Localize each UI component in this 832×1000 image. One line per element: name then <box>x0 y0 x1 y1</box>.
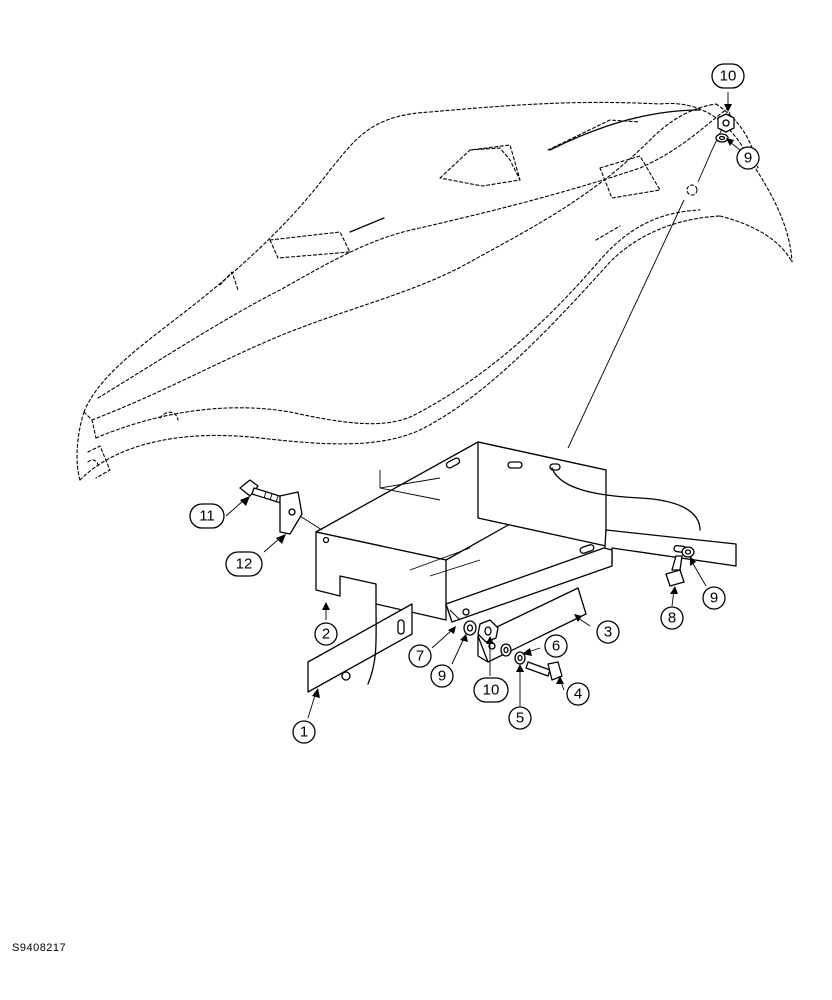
callout-label: 3 <box>604 624 612 641</box>
callout-label: 7 <box>416 648 424 665</box>
callout-label: 2 <box>322 626 330 643</box>
callout-12: 12 <box>225 551 263 577</box>
callout-7: 7 <box>408 644 432 668</box>
nut-10-top <box>717 113 735 133</box>
callout-9-top: 9 <box>736 146 760 170</box>
callout-label: 9 <box>438 668 446 685</box>
callout-label: 10 <box>483 682 500 699</box>
callout-label: 12 <box>236 556 253 573</box>
callout-1: 1 <box>292 720 316 744</box>
callout-label: 4 <box>574 686 582 703</box>
clip-12 <box>279 491 303 535</box>
nut-10-mid <box>477 619 499 643</box>
shim-plate-1 <box>307 603 413 693</box>
callout-label: 8 <box>668 610 676 627</box>
callout-4: 4 <box>566 682 590 706</box>
bolt-11 <box>239 479 287 505</box>
callout-9-right: 9 <box>702 586 726 610</box>
leader-clip <box>299 515 323 531</box>
callout-2: 2 <box>314 622 338 646</box>
bolt-4 <box>525 661 563 681</box>
callout-label: 6 <box>552 638 560 655</box>
callout-label: 10 <box>720 68 737 85</box>
callout-10-top: 10 <box>711 63 745 89</box>
figure-id: S9408217 <box>12 942 67 954</box>
leader-bracket-bolt <box>449 609 461 621</box>
washer-9-right <box>681 546 695 558</box>
fender-outline <box>76 101 793 481</box>
callout-label: 1 <box>300 724 308 741</box>
callout-label: 9 <box>744 150 752 167</box>
callout-10-mid: 10 <box>473 677 509 703</box>
washer-6 <box>500 643 512 657</box>
cable <box>551 467 701 531</box>
callout-label: 5 <box>516 710 524 727</box>
callout-8: 8 <box>660 606 684 630</box>
callout-11: 11 <box>189 503 225 529</box>
callout-5: 5 <box>508 706 532 730</box>
washer-9-mid <box>463 620 477 636</box>
leader-fender-to-bracket <box>567 199 685 449</box>
mounting-bracket <box>315 441 737 623</box>
callout-6: 6 <box>544 634 568 658</box>
callout-arrows <box>225 92 741 719</box>
callout-label: 11 <box>199 508 215 525</box>
washer-9-top <box>715 133 729 143</box>
bolt-8 <box>665 555 685 587</box>
callout-9-mid: 9 <box>430 664 454 688</box>
callout-3: 3 <box>596 620 620 644</box>
callout-label: 9 <box>710 590 718 607</box>
